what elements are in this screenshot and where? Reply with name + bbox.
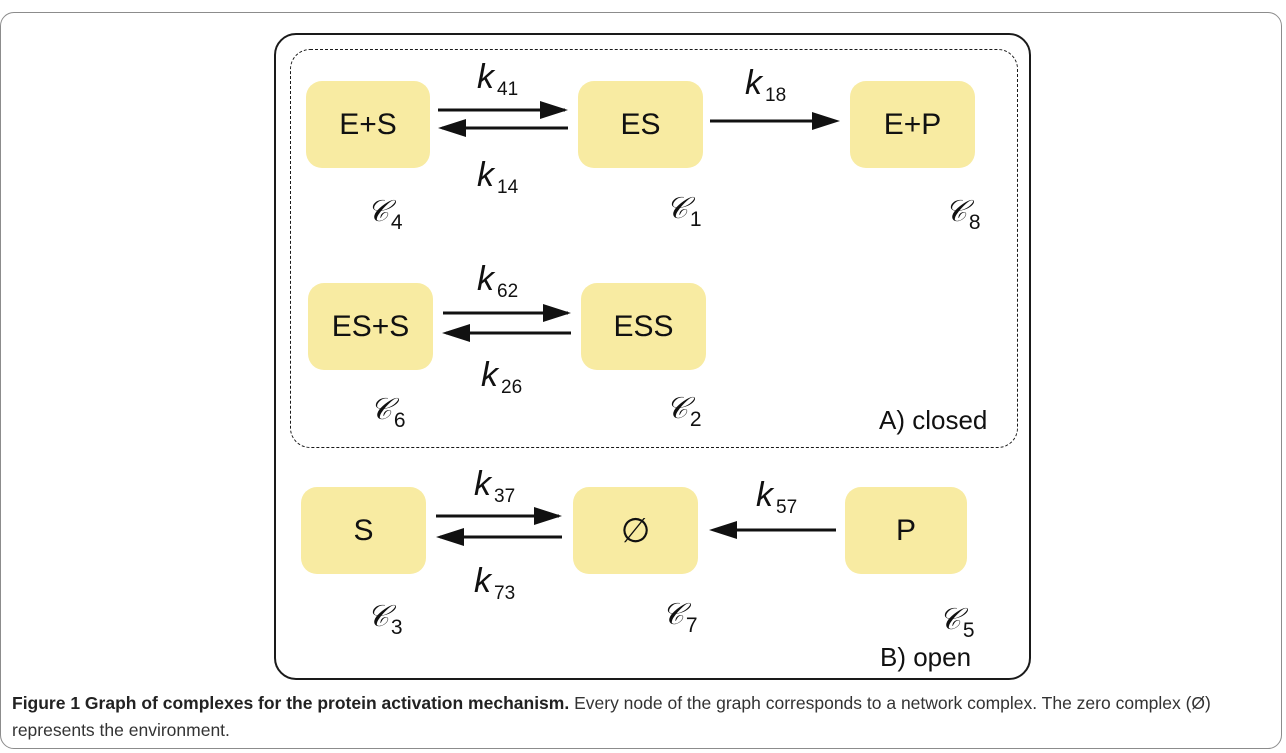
node-zero-complex: ∅ — [573, 487, 698, 574]
closed-region-label: A) closed — [876, 405, 991, 436]
arrow-k26 — [442, 324, 571, 342]
closed-system-box — [290, 49, 1018, 448]
complex-label-c6: 𝒞6 — [370, 392, 406, 432]
open-region-label: B) open — [877, 642, 975, 673]
node-e-plus-s: E+S — [306, 81, 430, 168]
complex-label-c8: 𝒞8 — [945, 194, 981, 234]
node-es: ES — [578, 81, 703, 168]
figure-caption: Figure 1 Graph of complexes for the prot… — [12, 690, 1274, 744]
complex-label-c3: 𝒞3 — [367, 599, 403, 639]
node-e-plus-p: E+P — [850, 81, 975, 168]
node-p: P — [845, 487, 967, 574]
arrow-k57 — [709, 521, 836, 539]
caption-text: Every node of the graph corresponds to a… — [12, 693, 1211, 740]
arrow-k18 — [710, 112, 840, 130]
node-ess: ESS — [581, 283, 706, 370]
arrow-k62 — [443, 304, 571, 322]
complex-label-c5: 𝒞5 — [939, 602, 975, 642]
complex-label-c2: 𝒞2 — [666, 391, 702, 431]
complex-label-c4: 𝒞4 — [367, 194, 403, 234]
node-s: S — [301, 487, 426, 574]
complex-label-c1: 𝒞1 — [666, 191, 702, 231]
node-es-plus-s: ES+S — [308, 283, 433, 370]
caption-title: Figure 1 Graph of complexes for the prot… — [12, 693, 570, 713]
arrow-k73 — [436, 528, 562, 546]
arrow-k14 — [438, 119, 568, 137]
open-system-box — [274, 33, 1031, 680]
arrow-k37 — [436, 507, 562, 525]
complex-label-c7: 𝒞7 — [662, 597, 698, 637]
arrow-k41 — [438, 101, 568, 119]
